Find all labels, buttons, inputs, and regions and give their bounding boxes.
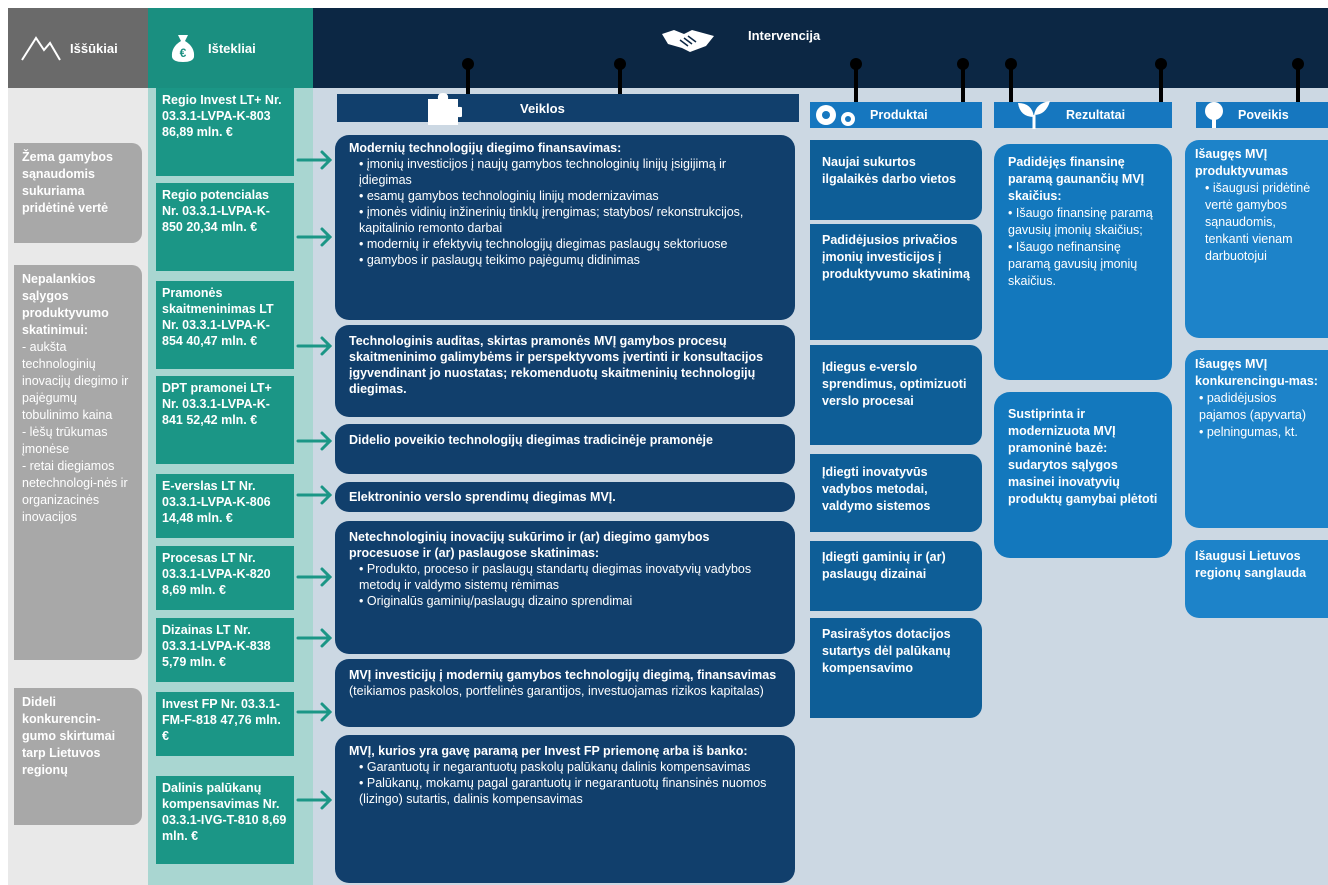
money-bag-icon: € [171,35,195,62]
product-card: Padidėjusios privačios įmonių investicij… [810,224,982,340]
activity-card: Didelio poveikio technologijų diegimas t… [335,424,795,474]
pin [462,58,474,70]
challenge-card: Žema gamybos sąnaudomis sukuriama pridėt… [14,143,142,243]
resource-card: Regio potencialas Nr. 03.3.1-LVPA-K-850 … [156,183,294,271]
challenge-text: - aukšta technologinių inovacijų diegimo… [22,340,129,524]
product-card: Įdiegti inovatyvūs vadybos metodai, vald… [810,454,982,532]
impact-title: Išaugęs MVĮ produktyvumas [1195,147,1289,178]
pin [1159,66,1163,102]
product-card: Įdiegti gaminių ir (ar) paslaugų dizaina… [810,541,982,611]
resources-header: € Ištekliai [148,8,313,88]
product-card: Pasirašytos dotacijos sutartys dėl palūk… [810,618,982,718]
pin [1005,58,1017,70]
pin [854,66,858,102]
resource-card: Invest FP Nr. 03.3.1-FM-F-818 47,76 mln.… [156,692,294,756]
sprout-icon [1018,101,1050,129]
pin [1296,66,1300,102]
activity-text: (teikiamos paskolos, portfelinės garanti… [349,684,764,698]
pin [961,66,965,102]
resource-card: Dizainas LT Nr. 03.3.1-LVPA-K-838 5,79 m… [156,618,294,682]
pin [957,58,969,70]
impact-title: Išaugęs MVĮ konkurencingu-mas: [1195,357,1318,388]
resource-card: Procesas LT Nr. 03.3.1-LVPA-K-820 8,69 m… [156,546,294,610]
challenge-title: Žema gamybos sąnaudomis sukuriama pridėt… [22,150,114,215]
activity-card: Netechnologinių inovacijų sukūrimo ir (a… [335,521,795,654]
resource-card: Dalinis palūkanų kompensavimas Nr. 03.3.… [156,776,294,864]
result-title: Sustiprinta ir modernizuota MVĮ pramonin… [1008,407,1158,506]
challenges-header-label: Iššūkiai [70,40,118,56]
list-item: gamybos ir paslaugų teikimo pajėgumų did… [359,252,781,268]
handshake-icon [662,30,714,52]
challenge-card: Dideli konkurencin-gumo skirtumai tarp L… [14,688,142,825]
results-header-label: Rezultatai [1066,108,1126,122]
mountain-icon [21,36,61,61]
activity-card: Technologinis auditas, skirtas pramonės … [335,325,795,417]
result-card: Padidėjęs finansinę paramą gaunančių MVĮ… [994,144,1172,380]
impact-card: Išaugęs MVĮ produktyvumas išaugusi pridė… [1185,140,1328,338]
challenge-card: Nepalankios sąlygos produktyvumo skatini… [14,265,142,660]
activity-card: Modernių technologijų diegimo finansavim… [335,135,795,320]
activity-card: MVĮ, kurios yra gavę paramą per Invest F… [335,735,795,883]
list-item: Išaugo finansinę paramą gavusių įmonių s… [1008,205,1158,239]
list-item: įmonių investicijos į naujų gamybos tech… [359,156,781,188]
list-item: Produkto, proceso ir paslaugų standartų … [359,561,781,593]
activity-title: Modernių technologijų diegimo finansavim… [349,141,622,155]
challenge-title: Dideli konkurencin-gumo skirtumai tarp L… [22,695,116,777]
activities-header-label: Veiklos [520,101,565,116]
activities-header [337,94,799,122]
activity-title: MVĮ, kurios yra gavę paramą per Invest F… [349,744,748,758]
impact-title: Išaugusi Lietuvos regionų sanglauda [1195,549,1307,580]
puzzle-icon [428,93,462,125]
intervention-title: Intervencija [748,28,821,43]
list-item: padidėjusios pajamos (apyvarta) [1195,390,1318,424]
resource-card: E-verslas LT Nr. 03.3.1-LVPA-K-806 14,48… [156,474,294,538]
result-card: Sustiprinta ir modernizuota MVĮ pramonin… [994,392,1172,558]
resource-card: Regio Invest LT+ Nr. 03.3.1-LVPA-K-803 8… [156,88,294,176]
list-item: pelningumas, kt. [1195,424,1318,441]
result-title: Padidėjęs finansinę paramą gaunančių MVĮ… [1008,155,1145,203]
resource-card: Pramonės skaitmeninimas LT Nr. 03.3.1-LV… [156,281,294,369]
activity-card: MVĮ investicijų į modernių gamybos techn… [335,659,795,727]
challenges-header: Iššūkiai [8,8,148,88]
activity-title: Netechnologinių inovacijų sukūrimo ir (a… [349,530,710,560]
pin [1009,66,1013,102]
resource-card: DPT pramonei LT+ Nr. 03.3.1-LVPA-K-841 5… [156,376,294,464]
product-card: Įdiegus e-verslo sprendimus, optimizuoti… [810,345,982,445]
activity-title: Elektroninio verslo sprendimų diegimas M… [349,490,616,504]
list-item: įmonės vidinių inžinerinių tinklų įrengi… [359,204,781,236]
activity-list: Garantuotų ir negarantuotų paskolų palūk… [349,759,781,807]
list-item: Išaugo nefinansinę paramą gavusių įmonių… [1008,239,1158,290]
resource-arrows [296,150,333,810]
pin [1292,58,1304,70]
list-item: modernių ir efektyvių technologijų diegi… [359,236,781,252]
activity-list: Produkto, proceso ir paslaugų standartų … [349,561,781,609]
list-item: išaugusi pridėtinė vertė gamybos sąnaudo… [1195,180,1318,265]
impact-card: Išaugusi Lietuvos regionų sanglauda [1185,540,1328,618]
gears-icon [816,105,855,126]
activity-title: Technologinis auditas, skirtas pramonės … [349,334,764,396]
challenge-title: Nepalankios sąlygos produktyvumo skatini… [22,272,109,337]
products-header-label: Produktai [870,108,928,122]
pin [614,58,626,70]
activity-card: Elektroninio verslo sprendimų diegimas M… [335,482,795,512]
resources-header-label: Ištekliai [208,40,256,56]
activity-title: MVĮ investicijų į modernių gamybos techn… [349,668,777,682]
pin [618,66,622,102]
list-item: esamų gamybos technologinių linijų moder… [359,188,781,204]
list-item: Garantuotų ir negarantuotų paskolų palūk… [359,759,781,775]
products-header: Produktai [810,102,982,128]
pin [1155,58,1167,70]
activity-title: Didelio poveikio technologijų diegimas t… [349,433,713,447]
intervention-header [313,8,1328,88]
list-item: Palūkanų, mokamų pagal garantuotų ir neg… [359,775,781,807]
product-card: Naujai sukurtos ilgalaikės darbo vietos [810,140,982,220]
pin [466,66,470,102]
impact-card: Išaugęs MVĮ konkurencingu-mas: padidėjus… [1185,350,1328,528]
impact-header-label: Poveikis [1238,108,1289,122]
pin [850,58,862,70]
list-item: Originalūs gaminių/paslaugų dizaino spre… [359,593,781,609]
svg-text:€: € [180,46,187,60]
activity-list: įmonių investicijos į naujų gamybos tech… [349,156,781,268]
tree-icon [1205,102,1223,128]
